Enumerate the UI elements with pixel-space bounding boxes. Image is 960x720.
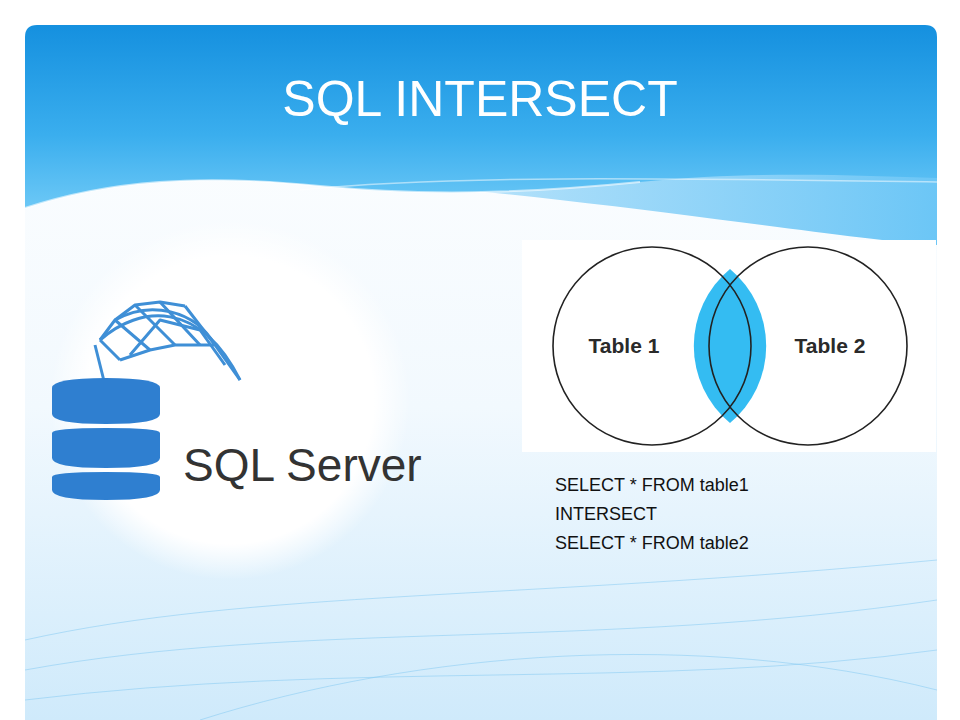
- set-label: Table 1: [589, 334, 660, 358]
- venn-circle: Table 2: [708, 246, 908, 446]
- sql-code-line: SELECT * FROM table2: [555, 533, 749, 554]
- venn-circle: Table 1: [552, 246, 752, 446]
- circle-stroke: [709, 247, 907, 445]
- set-label: Table 2: [795, 334, 866, 358]
- product-name: SQL Server: [183, 438, 422, 492]
- sql-keyword: INTERSECT: [555, 504, 657, 525]
- sql-code-line: SELECT * FROM table1: [555, 475, 749, 496]
- slide-title: SQL INTERSECT: [0, 70, 960, 128]
- circle-stroke: [553, 247, 751, 445]
